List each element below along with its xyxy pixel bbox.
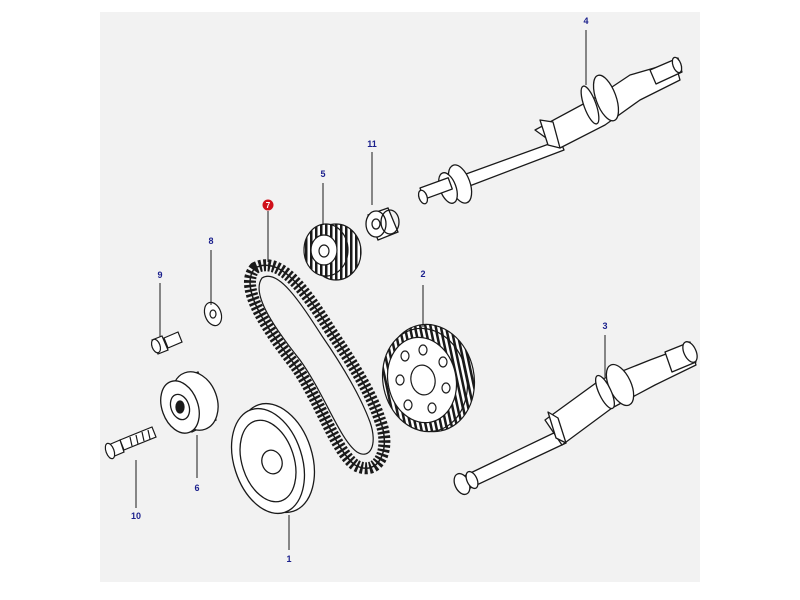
- callouts: 1 2 3 4 5 6 7 8 9 10 11: [131, 16, 608, 564]
- callout-7[interactable]: 7: [266, 201, 271, 210]
- timing-belt-icon[interactable]: [244, 259, 391, 475]
- long-bolt-icon[interactable]: [104, 426, 157, 460]
- crankshaft-pulley-icon[interactable]: [219, 394, 328, 523]
- callout-4[interactable]: 4: [583, 16, 588, 26]
- camshaft-sprocket-icon[interactable]: [373, 316, 484, 440]
- small-gear-icon[interactable]: [303, 223, 362, 281]
- callout-11[interactable]: 11: [367, 139, 377, 149]
- callout-2[interactable]: 2: [420, 269, 425, 279]
- leader-lines: [135, 30, 606, 550]
- callout-7-selected-marker: [262, 199, 274, 211]
- callout-10[interactable]: 10: [131, 511, 141, 521]
- callout-8[interactable]: 8: [208, 236, 213, 246]
- upper-shaft-icon[interactable]: [417, 56, 684, 206]
- callout-1[interactable]: 1: [286, 554, 291, 564]
- short-bolt-icon[interactable]: [150, 331, 183, 355]
- callout-3[interactable]: 3: [602, 321, 607, 331]
- tensioner-pulley-icon[interactable]: [154, 365, 226, 438]
- lower-shaft-icon[interactable]: [451, 339, 700, 496]
- callout-6[interactable]: 6: [194, 483, 199, 493]
- callout-5[interactable]: 5: [320, 169, 325, 179]
- spacer-bushing-icon[interactable]: [365, 207, 400, 241]
- callout-9[interactable]: 9: [157, 270, 162, 280]
- washer-icon[interactable]: [201, 300, 224, 328]
